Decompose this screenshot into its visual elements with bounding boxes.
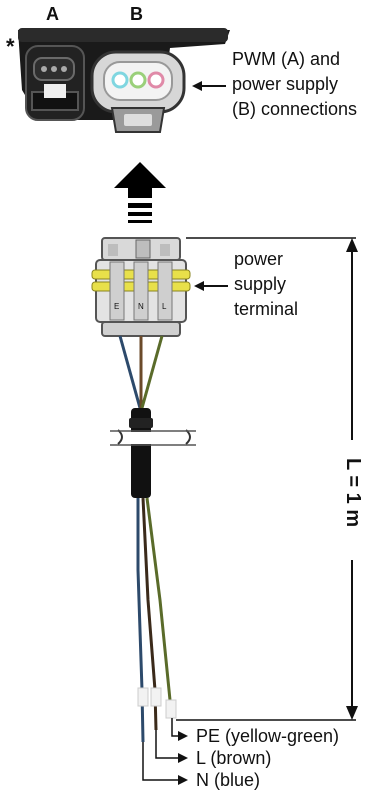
terminal-callout-line1: power (234, 249, 284, 269)
wire-label-l: L (brown) (196, 748, 272, 768)
cable-length-label: L = 1 m (342, 458, 364, 528)
terminal-callout-line2: supply (234, 274, 287, 294)
connector-b-label: B (130, 4, 143, 24)
wire-leaders (142, 718, 188, 785)
lower-wires (136, 497, 177, 743)
length-dimension (176, 237, 364, 721)
pwm-callout-line2: power supply (232, 74, 339, 94)
cable-sleeve (110, 408, 196, 498)
pwm-callout-arrow (192, 81, 226, 91)
terminal-callout-arrow (194, 281, 228, 291)
connector-a-label: A (46, 4, 59, 24)
pin-mark-l: L (162, 302, 167, 311)
wire-label-n: N (blue) (196, 770, 261, 790)
wire-label-pe: PE (yellow-green) (196, 726, 340, 746)
upper-wires (118, 335, 164, 409)
power-supply-terminal (91, 237, 191, 337)
terminal-callout-line3: terminal (234, 299, 299, 319)
pwm-callout-line1: PWM (A) and (232, 49, 341, 69)
pin-mark-e: E (114, 302, 120, 311)
pwm-callout-line3: (B) connections (232, 99, 358, 119)
connector-b (90, 50, 186, 133)
connector-a (25, 45, 85, 121)
pin-mark-n: N (138, 302, 144, 311)
insertion-arrow (114, 162, 166, 223)
note-star: * (6, 34, 15, 59)
